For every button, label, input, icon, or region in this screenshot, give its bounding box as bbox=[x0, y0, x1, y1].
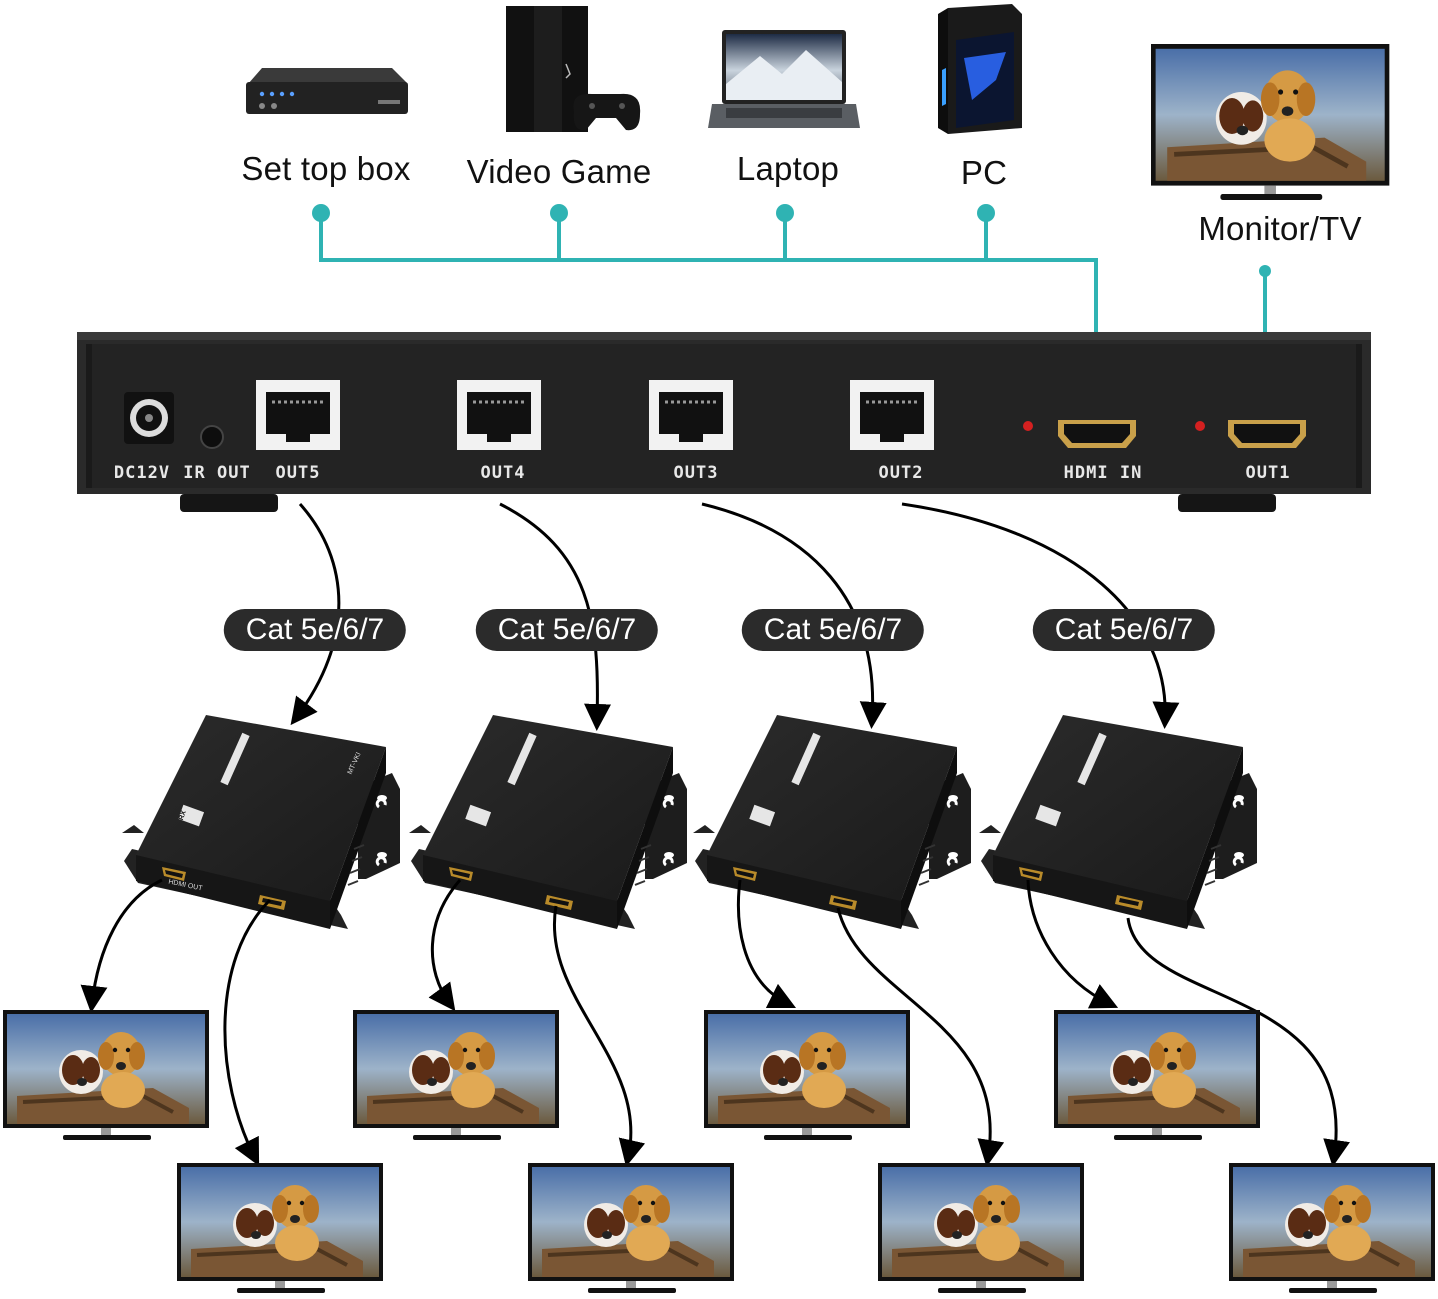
cable-label-1: Cat 5e/6/7 bbox=[223, 609, 407, 651]
set-top-box-icon bbox=[246, 68, 408, 114]
tv-display bbox=[1, 1008, 1437, 1295]
dc-power-jack bbox=[124, 392, 174, 444]
laptop-icon bbox=[708, 30, 860, 128]
port-label-out5: OUT5 bbox=[275, 463, 321, 483]
ir-out-jack bbox=[200, 425, 224, 449]
port-label-out4: OUT4 bbox=[480, 463, 526, 483]
rj45-port bbox=[256, 380, 934, 450]
port-label-hdmi-in: HDMI IN bbox=[1063, 463, 1143, 483]
hdmi-cable-line bbox=[80, 878, 1350, 1167]
status-led bbox=[1023, 421, 1205, 431]
cable-label-3: Cat 5e/6/7 bbox=[741, 609, 925, 651]
monitor-tv-icon bbox=[1151, 44, 1389, 200]
cat-cable-line bbox=[290, 502, 1180, 731]
port-label-out3: OUT3 bbox=[673, 463, 719, 483]
display-label-monitor-tv: Monitor/TV bbox=[1198, 210, 1362, 247]
cable-label-4: Cat 5e/6/7 bbox=[1032, 609, 1216, 651]
source-label-video-game: Video Game bbox=[466, 153, 652, 190]
hdmi-port bbox=[1058, 420, 1306, 448]
source-label-set-top-box: Set top box bbox=[241, 150, 411, 187]
source-label-laptop: Laptop bbox=[736, 150, 840, 187]
source-label-pc: PC bbox=[960, 154, 1008, 191]
port-label-out2: OUT2 bbox=[878, 463, 924, 483]
game-console-icon bbox=[506, 6, 641, 132]
port-label-dc12v: DC12V bbox=[113, 463, 171, 483]
rx-receiver bbox=[120, 713, 1259, 931]
cable-label-2: Cat 5e/6/7 bbox=[475, 609, 659, 651]
pc-tower-icon bbox=[938, 4, 1022, 134]
connector-dot bbox=[312, 204, 1271, 277]
port-label-ir-out: IR OUT bbox=[183, 463, 251, 483]
port-label-out1: OUT1 bbox=[1245, 463, 1291, 483]
